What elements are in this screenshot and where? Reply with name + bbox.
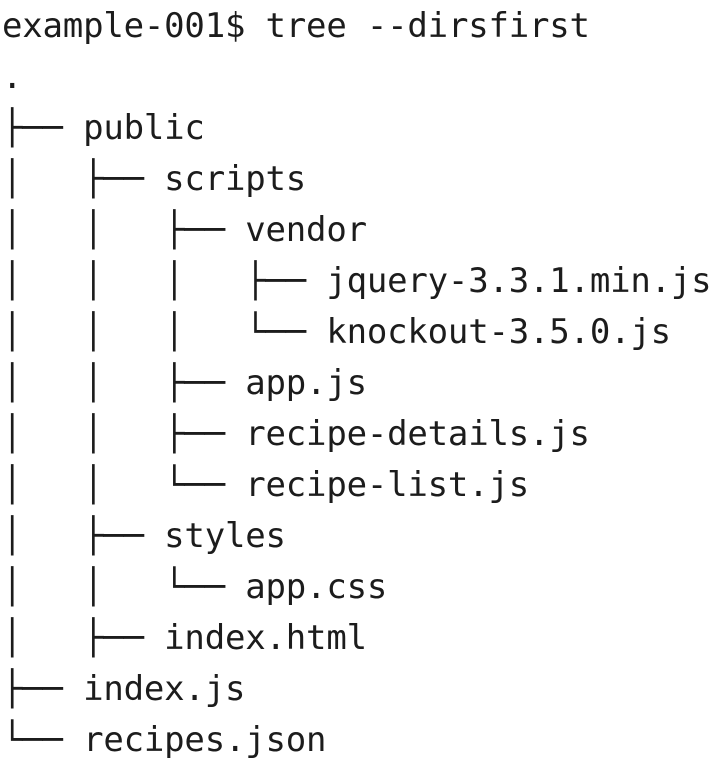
tree-line-jquery: │ │ │ ├── jquery-3.3.1.min.js [2,261,712,301]
command-text: tree --dirsfirst [265,6,591,46]
tree-line-app-js: │ │ ├── app.js [2,363,367,403]
tree-line-app-css: │ │ └── app.css [2,567,388,607]
tree-line-recipe-details-js: │ │ ├── recipe-details.js [2,414,590,454]
shell-prompt: example-001$ [2,6,266,46]
tree-line-recipe-list-js: │ │ └── recipe-list.js [2,465,530,505]
tree-line-scripts: │ ├── scripts [2,159,307,199]
tree-line-knockout: │ │ │ └── knockout-3.5.0.js [2,312,671,352]
tree-line-index-html: │ ├── index.html [2,618,367,658]
command-line: example-001$ tree --dirsfirst [2,1,713,52]
tree-line-root-dot: . [2,57,23,97]
tree-line-recipes-json: └── recipes.json [2,720,327,760]
tree-line-styles: │ ├── styles [2,516,286,556]
tree-line-index-js: ├── index.js [2,669,246,709]
tree-line-vendor: │ │ ├── vendor [2,210,367,250]
tree-line-public: ├── public [2,108,205,148]
